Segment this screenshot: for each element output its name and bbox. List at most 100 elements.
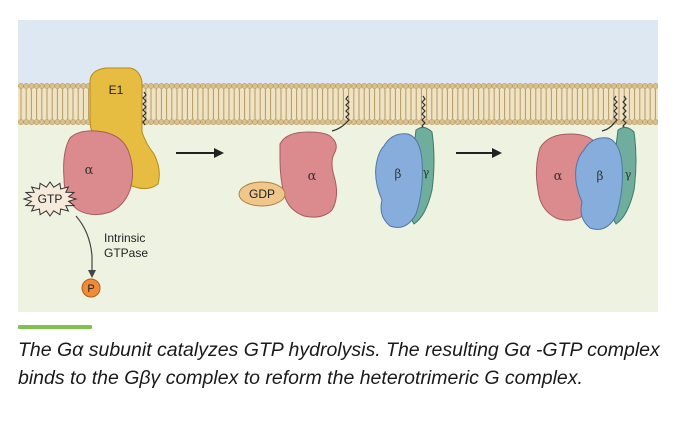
lipid-head <box>70 119 76 125</box>
lipid-head <box>64 119 71 125</box>
lipid-head <box>475 83 482 89</box>
lipid-head <box>200 119 206 125</box>
lipid-head <box>470 119 477 125</box>
lipid-head <box>231 83 238 89</box>
lipid-head <box>205 119 212 125</box>
lipid-head <box>590 119 596 125</box>
lipid-head <box>595 83 602 89</box>
lipid-head <box>220 83 227 89</box>
lipid-head <box>376 83 383 89</box>
lipid-head <box>142 83 149 89</box>
lipid-head <box>33 83 40 89</box>
lipid-head <box>226 83 232 89</box>
lipid-head <box>382 119 388 125</box>
lipid-head <box>366 119 373 125</box>
g-beta-subunit-trimer <box>575 137 623 230</box>
gdp-label: GDP <box>249 187 275 201</box>
lipid-head <box>584 83 591 89</box>
beta-label-stage3: β <box>597 169 604 183</box>
lipid-head <box>626 119 633 125</box>
lipid-head <box>75 119 82 125</box>
lipid-head <box>652 83 658 89</box>
alpha-label-stage1: α <box>85 163 94 178</box>
lipid-head <box>402 119 409 125</box>
lipid-head <box>501 119 508 125</box>
lipid-head <box>210 83 217 89</box>
lipid-head <box>18 119 24 125</box>
lipid-head <box>475 119 482 125</box>
lipid-head <box>636 83 643 89</box>
lipid-head <box>200 83 206 89</box>
transition-arrow-2 <box>456 148 502 158</box>
alpha-label-stage3: α <box>554 169 563 184</box>
lipid-head <box>49 83 56 89</box>
lipid-head <box>38 119 45 125</box>
lipid-head <box>631 83 638 89</box>
lipid-head <box>236 119 243 125</box>
lipid-head <box>210 119 217 125</box>
lipid-head <box>174 83 180 89</box>
lipid-head <box>28 119 35 125</box>
lipid-head <box>304 119 310 125</box>
lipid-head <box>553 119 560 125</box>
g-beta-subunit <box>375 133 423 228</box>
lipid-head <box>402 83 409 89</box>
stage-1-activated-complex: E1 α GTP Intrinsic GTPase P <box>22 67 160 298</box>
intrinsic-label: Intrinsic <box>104 231 145 245</box>
lipid-head <box>595 119 602 125</box>
lipid-head <box>527 83 534 89</box>
lipid-head <box>158 119 165 125</box>
lipid-head <box>80 119 87 125</box>
lipid-head <box>148 83 154 89</box>
lipid-head <box>491 119 498 125</box>
lipid-head <box>366 83 373 89</box>
lipid-head <box>356 83 362 89</box>
lipid-head <box>33 119 40 125</box>
lipid-head <box>564 119 570 125</box>
lipid-head <box>387 119 394 125</box>
gtp-starburst <box>22 181 78 217</box>
lipid-head <box>252 83 258 89</box>
lipid-head <box>512 83 518 89</box>
lipid-head <box>23 119 30 125</box>
lipid-head <box>439 83 446 89</box>
alpha-lipid-anchor-3 <box>601 95 618 132</box>
hydrolysis-arrowhead <box>88 270 96 278</box>
lipid-head <box>215 83 222 89</box>
lipid-head <box>579 119 586 125</box>
lipid-head <box>496 83 503 89</box>
lipid-head <box>179 83 186 89</box>
lipid-head <box>335 83 342 89</box>
phosphate-label: P <box>87 283 94 295</box>
lipid-head <box>38 83 45 89</box>
lipid-head <box>278 119 284 125</box>
lipid-head <box>574 83 581 89</box>
lipid-head <box>75 83 82 89</box>
lipid-head <box>392 119 399 125</box>
lipid-head <box>54 83 61 89</box>
lipid-head <box>335 119 342 125</box>
caption-accent-rule <box>18 325 92 329</box>
lipid-head <box>418 83 425 89</box>
lipid-head <box>298 119 305 125</box>
lipid-head <box>465 119 472 125</box>
lipid-head <box>283 83 290 89</box>
gamma-label-stage2: γ <box>423 166 430 179</box>
lipid-head <box>184 83 191 89</box>
lipid-head <box>439 119 446 125</box>
lipid-head <box>179 119 186 125</box>
lipid-head <box>205 83 212 89</box>
lipid-head <box>226 119 232 125</box>
transition-arrow-1 <box>176 148 224 158</box>
lipid-head <box>423 83 430 89</box>
lipid-head <box>647 119 654 125</box>
lipid-head <box>18 83 24 89</box>
lipid-head <box>532 119 539 125</box>
lipid-head <box>460 119 466 125</box>
lipid-head <box>610 83 617 89</box>
lipid-head <box>23 83 30 89</box>
lipid-head <box>309 119 316 125</box>
lipid-head <box>168 83 175 89</box>
lipid-head <box>543 83 550 89</box>
lipid-head <box>163 119 170 125</box>
